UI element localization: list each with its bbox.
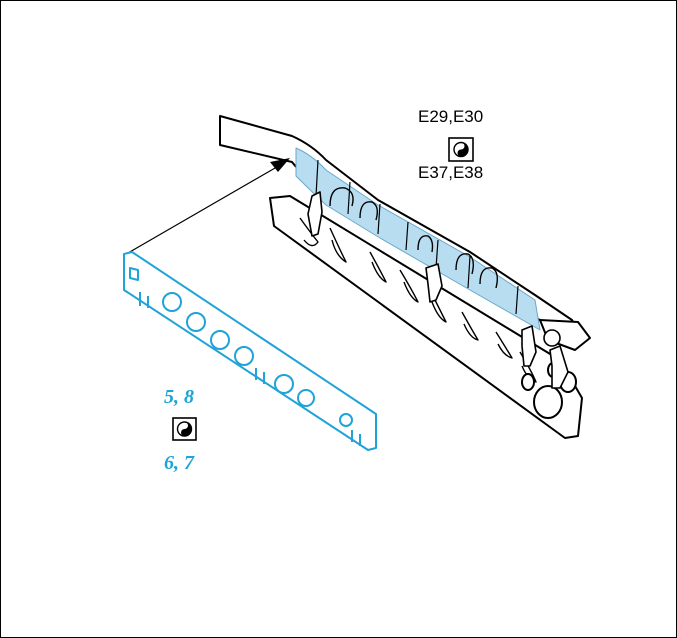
callout-bottom-line1: 5, 8: [164, 386, 194, 408]
yin-yang-box-icon: [172, 417, 197, 441]
yin-yang-box-icon: [448, 137, 474, 162]
callout-top-line1: E29,E30: [418, 107, 484, 126]
callout-bottom-line2: 6, 7: [164, 452, 194, 474]
insert-strip: [123, 251, 377, 451]
callout-top-line2: E37,E38: [418, 163, 484, 182]
clip-hooks: [307, 191, 569, 389]
leader-arrow: [127, 158, 290, 254]
upper-rail: [219, 115, 591, 351]
